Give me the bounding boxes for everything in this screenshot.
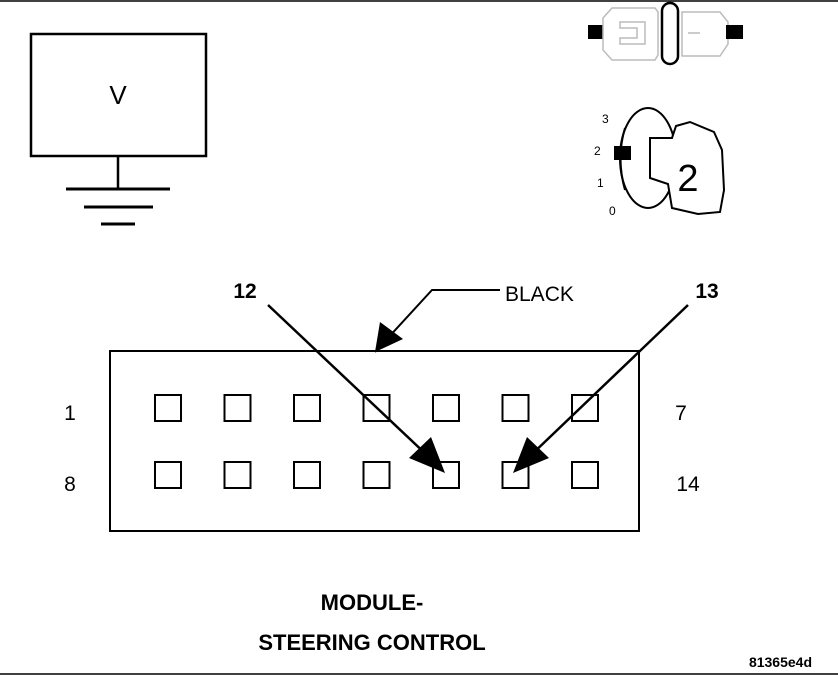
connector-pin-cavity-5 (432, 394, 460, 422)
connector-disconnected-icon (588, 1, 743, 66)
row-label-bottom-left: 8 (64, 473, 76, 496)
connector-color-label: BLACK (505, 283, 574, 306)
ignition-position-2: 2 (594, 144, 601, 158)
connector-pins (154, 394, 599, 489)
connector-pin-cavity-2 (223, 394, 252, 422)
diagram-title-line2: STEERING CONTROL (258, 630, 485, 655)
connector-pin-cavity-4 (362, 394, 391, 422)
connector-pin-cavity-11 (362, 461, 391, 489)
ignition-position-3: 3 (602, 112, 609, 126)
pin-13-callout: 13 (513, 280, 719, 473)
connector-pin-cavity-8 (154, 461, 182, 489)
pin-12-callout: 12 (233, 280, 445, 473)
row-label-top-right: 7 (675, 402, 687, 425)
row-label-top-left: 1 (64, 402, 76, 425)
ground-icon (66, 187, 170, 226)
connector-pin-cavity-10 (293, 461, 321, 489)
voltmeter-label: V (109, 80, 127, 110)
ignition-position-0: 0 (609, 204, 616, 218)
pin-callout-13: 13 (695, 280, 718, 303)
connector-pin-cavity-3 (293, 394, 321, 422)
connector-pin-cavity-12 (432, 461, 460, 489)
diagram-title-line1: MODULE- (321, 590, 424, 615)
connector-pin-cavity-13 (501, 461, 530, 489)
connector-pin-cavity-1 (154, 394, 182, 422)
connector-pin-cavity-6 (501, 394, 530, 422)
steering-control-connector: 1 7 8 14 (64, 350, 700, 532)
connector-body (109, 350, 640, 532)
connector-pin-cavity-7 (571, 394, 599, 422)
color-callout: BLACK (374, 283, 574, 353)
voltmeter-symbol: V (29, 32, 208, 226)
row-label-bottom-right: 14 (676, 473, 700, 496)
ignition-position-1: 1 (597, 176, 604, 190)
ignition-key-icon: 3 2 1 0 2 (594, 107, 726, 218)
figure-id: 81365e4d (749, 654, 812, 670)
pin-callout-12: 12 (233, 280, 256, 303)
connector-pin-cavity-14 (571, 461, 599, 489)
ignition-key-position: 2 (677, 158, 698, 200)
connector-pin-cavity-9 (223, 461, 252, 489)
